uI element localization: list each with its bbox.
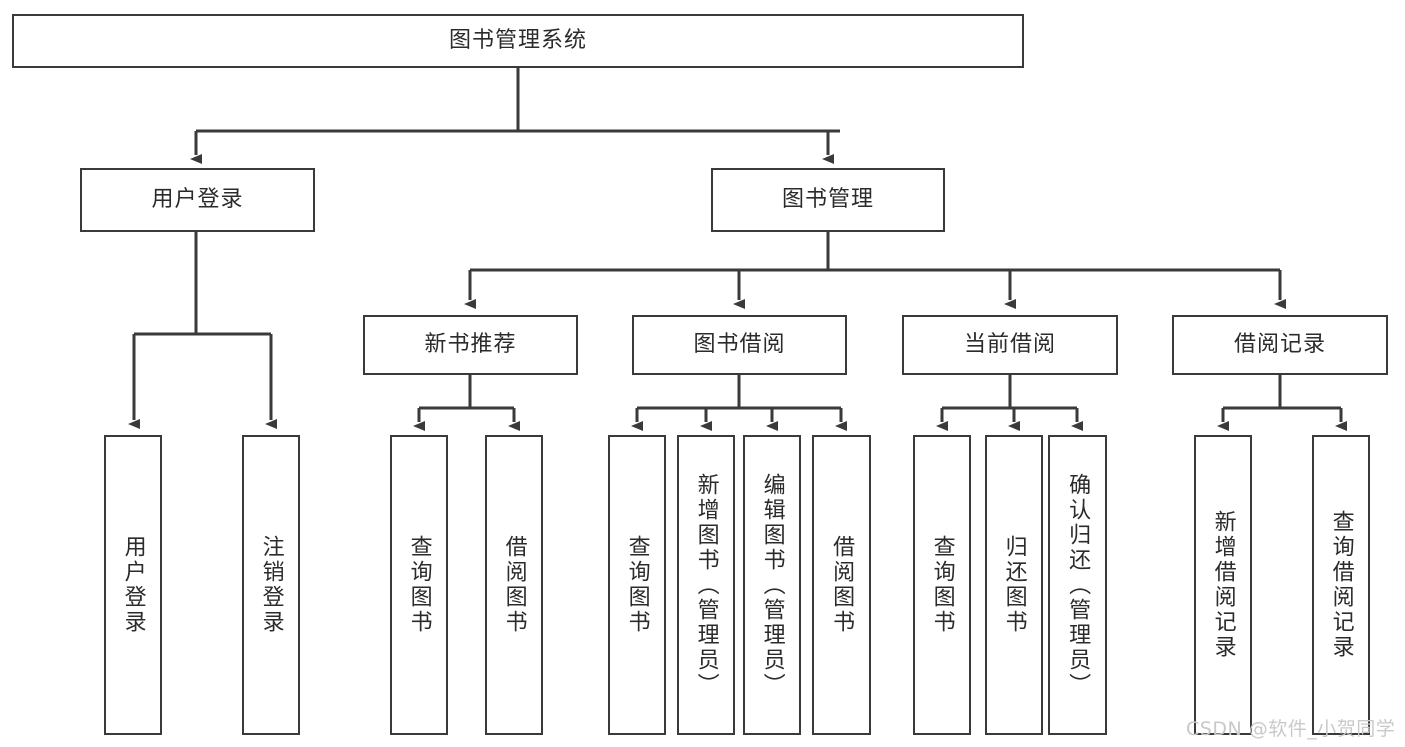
node-user-login[interactable]: 用户登录 <box>80 168 315 232</box>
leaf-label: 注销登录 <box>258 535 284 635</box>
leaf-current-return-book[interactable]: 归还图书 <box>985 435 1043 735</box>
leaf-current-confirm-return[interactable]: 确认归还（管理员） <box>1048 435 1107 735</box>
leaf-label: 查询借阅记录 <box>1328 510 1354 660</box>
leaf-borrow-borrow-book[interactable]: 借阅图书 <box>812 435 871 735</box>
leaf-label: 查询图书 <box>624 535 650 635</box>
leaf-label: 借阅图书 <box>829 535 855 635</box>
node-root-label: 图书管理系统 <box>448 27 587 53</box>
leaf-label: 编辑图书（管理员） <box>759 472 785 698</box>
leaf-borrow-add-book[interactable]: 新增图书（管理员） <box>677 435 735 735</box>
node-book-borrow-label: 图书借阅 <box>693 331 786 357</box>
node-root[interactable]: 图书管理系统 <box>12 14 1024 68</box>
node-user-login-label: 用户登录 <box>151 186 244 212</box>
node-current-borrow-label: 当前借阅 <box>963 331 1056 357</box>
leaf-label: 用户登录 <box>120 535 146 635</box>
leaf-user-login-logout[interactable]: 注销登录 <box>242 435 300 735</box>
leaf-label: 新增图书（管理员） <box>693 472 719 698</box>
leaf-current-query-book[interactable]: 查询图书 <box>913 435 971 735</box>
leaf-label: 确认归还（管理员） <box>1065 472 1091 698</box>
node-borrow-record[interactable]: 借阅记录 <box>1172 315 1388 375</box>
leaf-record-query[interactable]: 查询借阅记录 <box>1312 435 1370 735</box>
node-book-borrow[interactable]: 图书借阅 <box>632 315 847 375</box>
leaf-new-book-borrow[interactable]: 借阅图书 <box>485 435 543 735</box>
node-borrow-record-label: 借阅记录 <box>1233 331 1326 357</box>
node-current-borrow[interactable]: 当前借阅 <box>902 315 1118 375</box>
leaf-label: 查询图书 <box>929 535 955 635</box>
leaf-label: 借阅图书 <box>501 535 527 635</box>
leaf-new-book-query[interactable]: 查询图书 <box>390 435 448 735</box>
leaf-record-add[interactable]: 新增借阅记录 <box>1194 435 1252 735</box>
csdn-watermark: CSDN @软件_小贺同学 <box>1186 718 1396 740</box>
node-new-book-recommend[interactable]: 新书推荐 <box>363 315 578 375</box>
node-book-management[interactable]: 图书管理 <box>711 168 945 232</box>
leaf-label: 新增借阅记录 <box>1210 510 1236 660</box>
leaf-borrow-edit-book[interactable]: 编辑图书（管理员） <box>743 435 801 735</box>
leaf-user-login-login[interactable]: 用户登录 <box>104 435 162 735</box>
leaf-label: 查询图书 <box>406 535 432 635</box>
leaf-borrow-query-book[interactable]: 查询图书 <box>608 435 666 735</box>
node-new-book-recommend-label: 新书推荐 <box>424 331 517 357</box>
leaf-label: 归还图书 <box>1001 535 1027 635</box>
node-book-management-label: 图书管理 <box>781 186 874 212</box>
